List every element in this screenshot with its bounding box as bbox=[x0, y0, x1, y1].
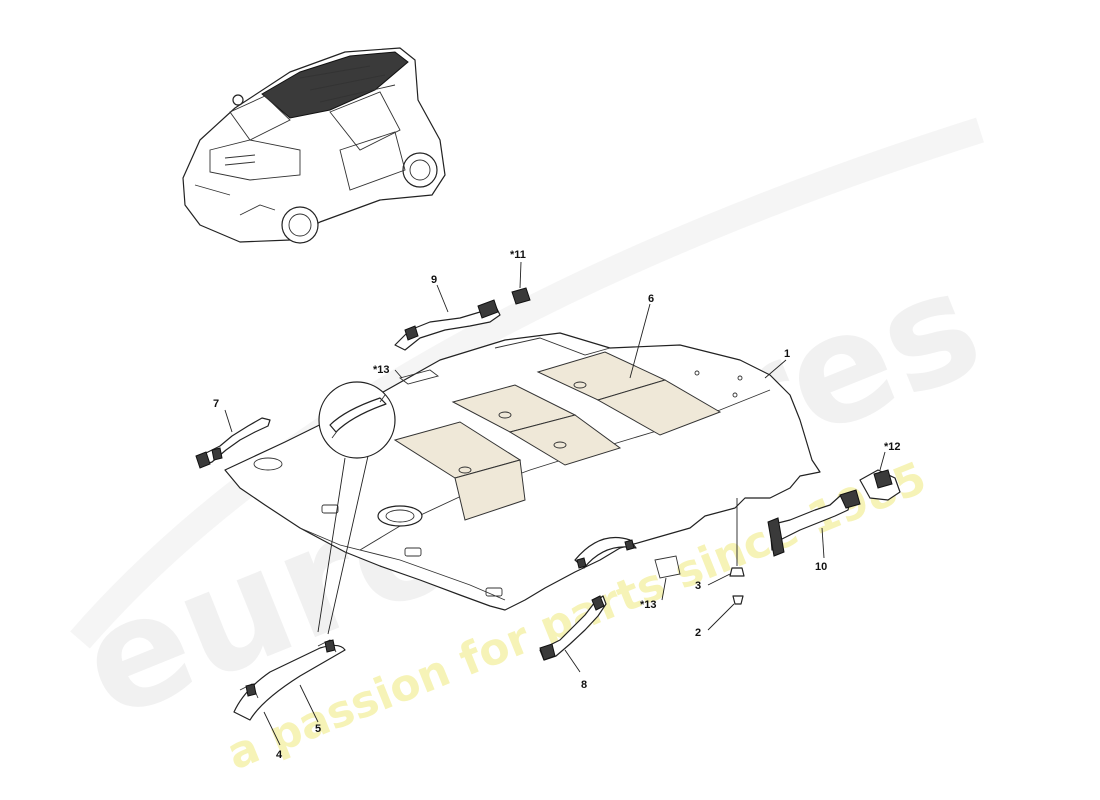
bracket-12 bbox=[859, 451, 901, 501]
callout-5: 5 bbox=[315, 723, 321, 735]
wire-harness-7 bbox=[195, 409, 271, 469]
screw-2-icon bbox=[732, 595, 744, 605]
grab-handle-detail bbox=[233, 381, 396, 721]
clip-3-icon bbox=[729, 567, 745, 577]
callout-9: 9 bbox=[431, 274, 437, 286]
callout-3: 3 bbox=[695, 580, 701, 592]
callout-11: *11 bbox=[510, 249, 526, 261]
insulation-pads bbox=[393, 351, 722, 521]
patch-13 bbox=[394, 369, 681, 601]
wire-harness-9 bbox=[394, 261, 531, 351]
callout-1: 1 bbox=[784, 348, 790, 360]
callout-10: 10 bbox=[815, 561, 827, 573]
callout-2: 2 bbox=[695, 627, 701, 639]
rear-grab-handle bbox=[574, 536, 637, 569]
callout-4: 4 bbox=[276, 749, 283, 761]
wire-harness-8 bbox=[539, 595, 607, 673]
callout-labels: 1 2 3 4 5 6 7 8 9 10 *11 *12 *13 *13 bbox=[213, 249, 901, 761]
watermark-swoosh bbox=[70, 117, 984, 649]
leader-lines bbox=[263, 303, 787, 746]
car-illustration bbox=[182, 47, 446, 244]
callout-13a: *13 bbox=[373, 364, 390, 376]
callout-13b: *13 bbox=[640, 599, 657, 611]
wire-harness-10 bbox=[767, 489, 861, 559]
clip-11-icon bbox=[511, 287, 531, 305]
callout-6: 6 bbox=[648, 293, 654, 305]
callout-8: 8 bbox=[581, 679, 587, 691]
callout-12: *12 bbox=[884, 441, 901, 453]
callout-7: 7 bbox=[213, 398, 219, 410]
fasteners bbox=[707, 498, 745, 631]
